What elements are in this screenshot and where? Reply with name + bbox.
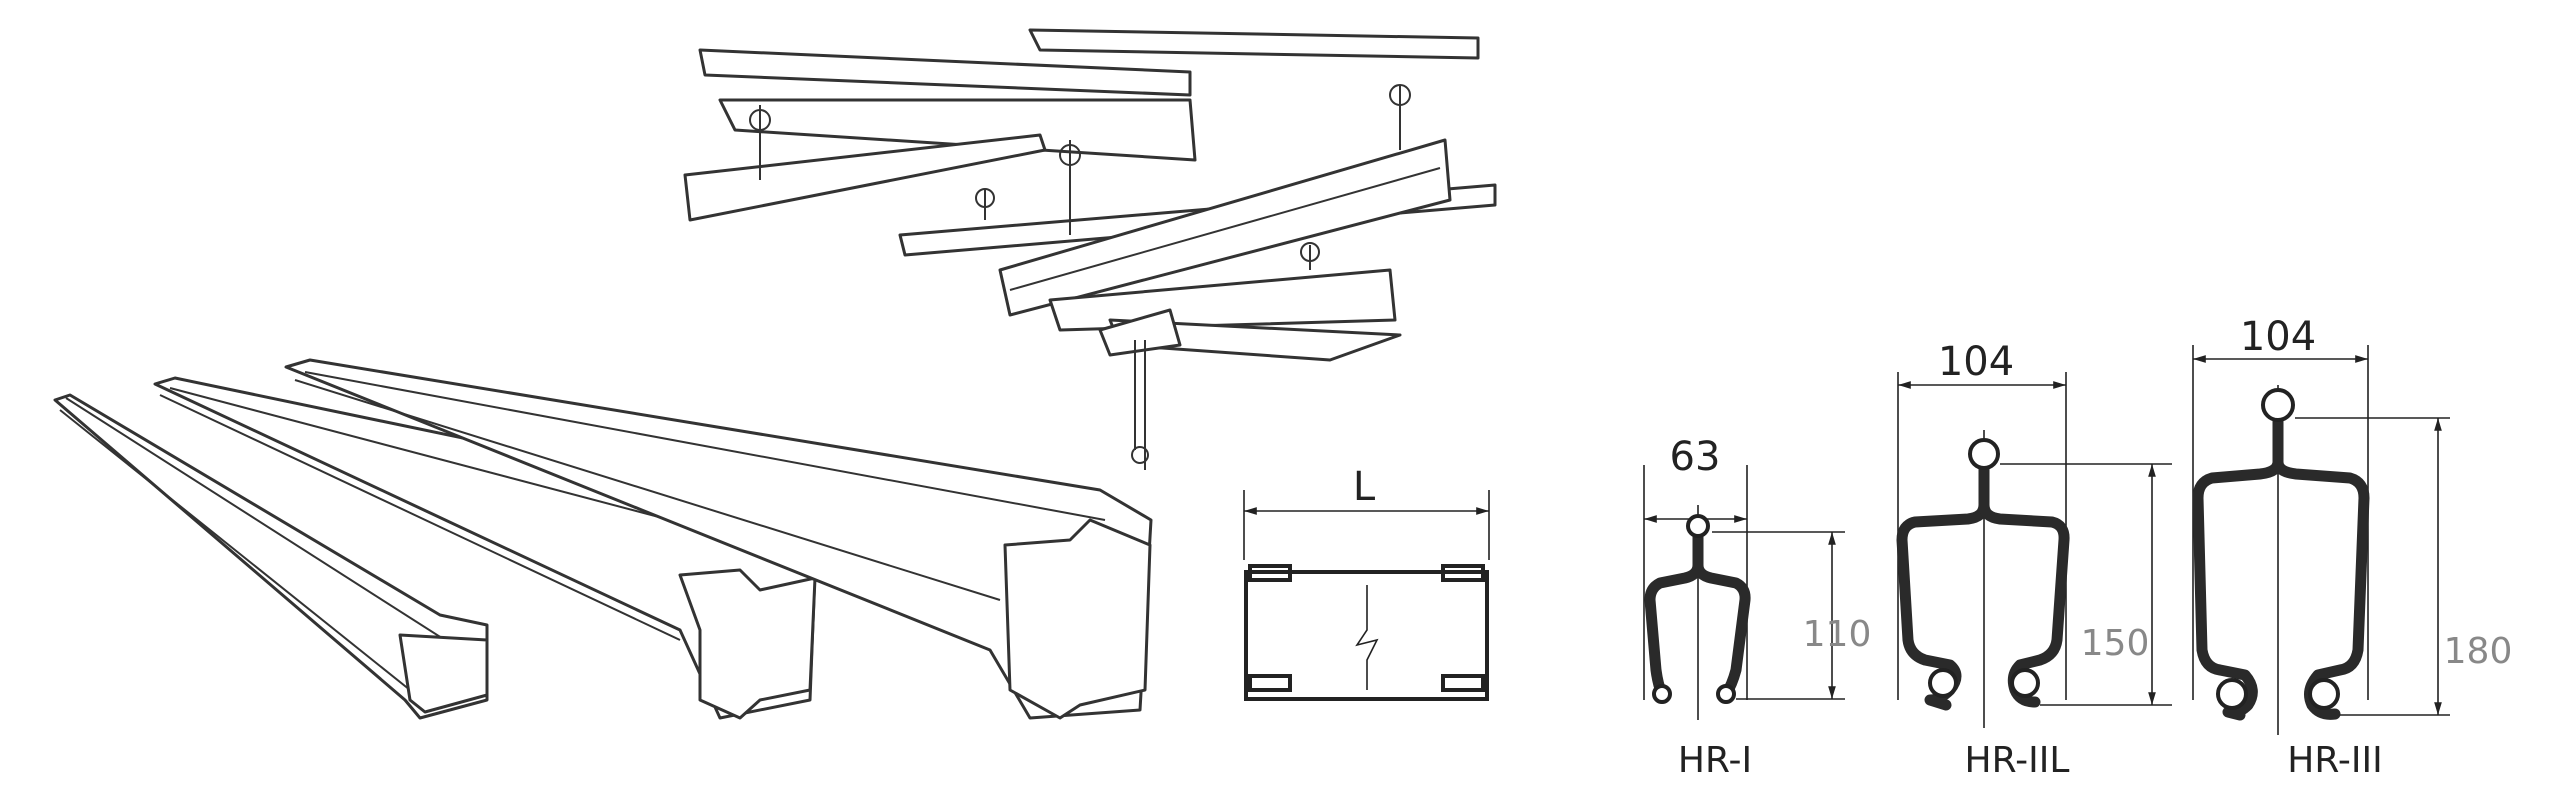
hr-iii-label: HR-III	[2287, 740, 2382, 781]
profile-hr-iil-drawing	[1896, 372, 2172, 728]
profile-hr-i-drawing	[1643, 465, 1845, 720]
length-dimension-label: L	[1353, 464, 1376, 510]
profile-hr-iii-drawing	[2192, 345, 2450, 735]
hr-i-width-dimension: 63	[1670, 434, 1721, 480]
rail-length-drawing	[1243, 490, 1490, 701]
hr-i-height-dimension: 110	[1803, 614, 1872, 655]
hr-iil-width-dimension: 104	[1938, 339, 2014, 385]
hr-iil-height-dimension: 150	[2081, 623, 2150, 664]
rail-sections-illustration	[53, 358, 1153, 720]
overhead-crane-illustration	[683, 28, 1497, 470]
hr-iii-width-dimension: 104	[2240, 314, 2316, 360]
hr-iii-height-dimension: 180	[2444, 631, 2513, 672]
hr-iil-label: HR-IIL	[1965, 740, 2070, 781]
hr-i-label: HR-I	[1678, 740, 1752, 781]
